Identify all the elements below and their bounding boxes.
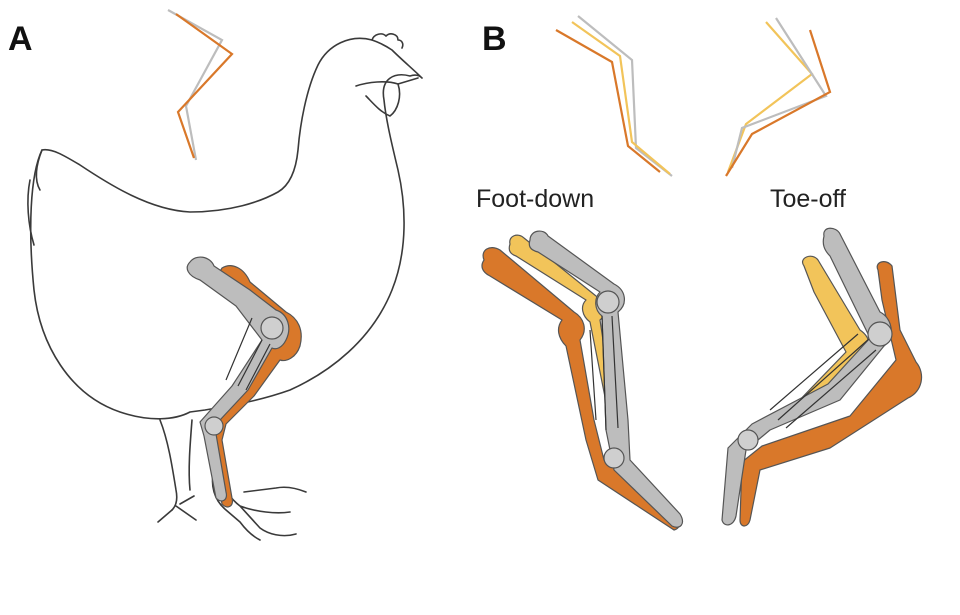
panel-label-b: B xyxy=(482,20,507,58)
chicken-outline-icon xyxy=(27,33,423,541)
leg-skeleton-a-icon xyxy=(186,256,302,508)
leg-skeleton-toe-off-icon xyxy=(721,227,923,527)
panel-label-a: A xyxy=(8,20,33,58)
stick-figure-toe-off-icon xyxy=(725,17,832,177)
leg-skeleton-foot-down-icon xyxy=(481,230,684,531)
label-foot-down: Foot-down xyxy=(476,185,595,213)
stick-figure-a-icon xyxy=(167,9,234,161)
stick-figure-foot-down-icon xyxy=(555,15,673,177)
label-toe-off: Toe-off xyxy=(770,185,846,213)
